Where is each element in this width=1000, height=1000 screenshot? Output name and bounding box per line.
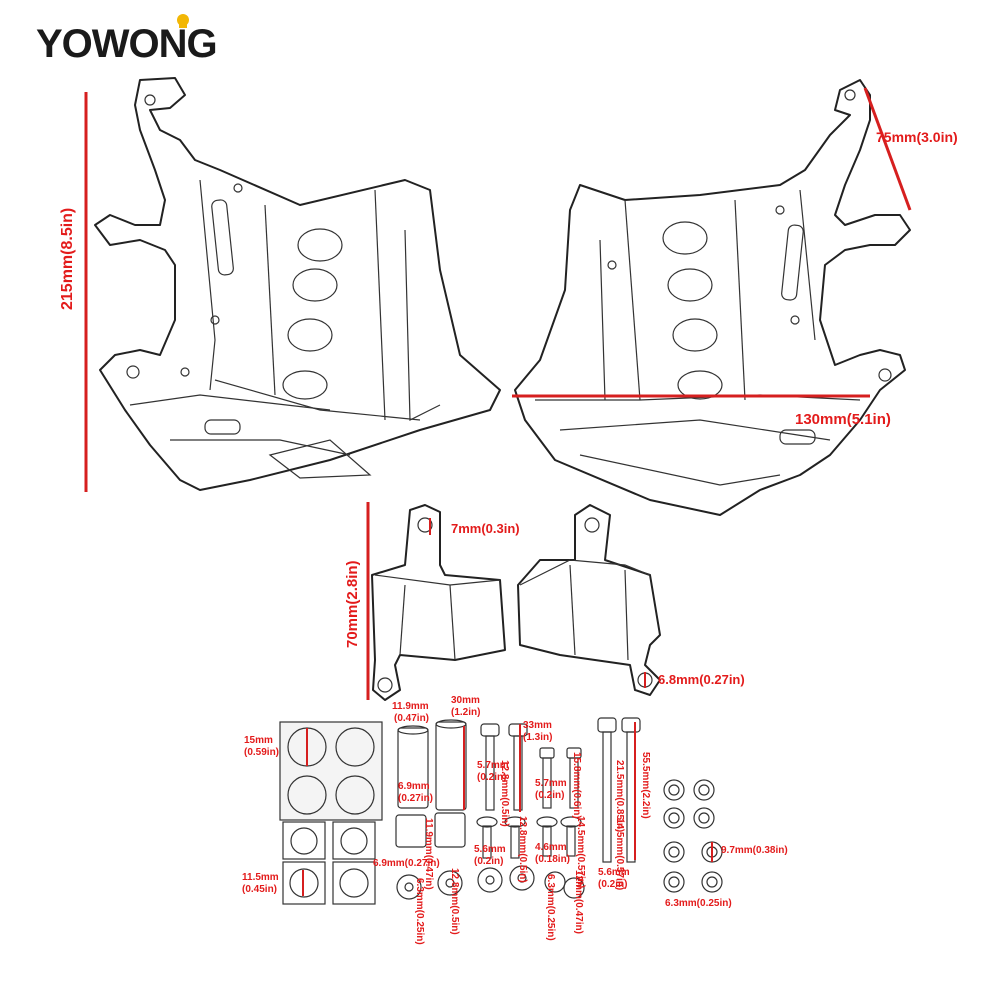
spacer-len-in: (1.2in) xyxy=(451,707,480,718)
washer-v2: 12.8mm(0.5in) xyxy=(449,868,460,935)
bolt33-in: (1.3in) xyxy=(523,732,552,743)
long-v2: 14.5mm(0.57in) xyxy=(614,818,625,890)
bolt-b2-mm: 4.6mm xyxy=(535,842,567,853)
small-hole-top-label: 7mm(0.3in) xyxy=(451,521,520,536)
nut-id: 6.3mm(0.25in) xyxy=(665,898,732,909)
nut-od: 9.7mm(0.38in) xyxy=(721,845,788,856)
small-height-label: 70mm(2.8in) xyxy=(344,560,361,648)
washer-v1: 6.3mm(0.25in) xyxy=(414,878,425,945)
bolt-v4: 14.5mm(0.57in) xyxy=(575,816,586,888)
rubber-pads xyxy=(279,721,383,905)
spacer-od-mm: 11.9mm xyxy=(392,701,429,712)
spacer-id2: 6.9mm(0.27in) xyxy=(373,858,440,869)
small-hole-bottom-label: 6.8mm(0.27in) xyxy=(658,672,745,687)
width-label: 130mm(5.1in) xyxy=(795,411,891,428)
spacer-od-in: (0.47in) xyxy=(394,713,429,724)
bolt-v3: 12.8mm(0.5in) xyxy=(517,816,528,883)
height-label: 215mm(8.5in) xyxy=(59,208,76,310)
bolt-s1-mm: 5.7mm xyxy=(535,778,567,789)
long-head-mm: 5.6mm xyxy=(598,867,630,878)
bolt-v1: 12.8mm(0.5in) xyxy=(499,760,510,827)
bolt-head-in: (0.2in) xyxy=(477,772,506,783)
bolt-b1-in: (0.2in) xyxy=(474,856,503,867)
bolt33-mm: 33mm xyxy=(523,720,552,731)
spacer2-len: 11.9mm(0.47in) xyxy=(423,818,434,890)
washer-v3: 6.3mm(0.25in) xyxy=(545,874,556,941)
bolt-v2: 15.8mm(0.6in) xyxy=(571,752,582,819)
long-head-in: (0.2in) xyxy=(598,879,627,890)
arm-label: 75mm(3.0in) xyxy=(876,129,958,145)
arm-dimension-line xyxy=(863,87,912,211)
pad-large-in: (0.59in) xyxy=(244,747,279,758)
long-v1: 21.5mm(0.85in) xyxy=(614,760,625,832)
pad-small-in: (0.45in) xyxy=(242,884,277,895)
bolt-head-mm: 5.7mm xyxy=(477,760,509,771)
left-engine-guard xyxy=(94,77,501,491)
bolt-s1-in: (0.2in) xyxy=(535,790,564,801)
right-engine-guard xyxy=(514,79,911,516)
spacer-id-mm: 6.9mm xyxy=(398,781,430,792)
logo-mark-icon xyxy=(177,14,189,28)
spacer-id-in: (0.27in) xyxy=(398,793,433,804)
bolt-b2-in: (0.18in) xyxy=(535,854,570,865)
right-small-guard xyxy=(517,504,661,696)
bolts xyxy=(476,717,641,899)
bolt-b1-mm: 5.6mm xyxy=(474,844,506,855)
pad-large-mm: 15mm xyxy=(244,735,273,746)
nuts xyxy=(663,779,723,893)
washer-v4: 12mm(0.47in) xyxy=(573,870,584,934)
left-small-guard xyxy=(371,504,506,701)
long-len: 55.5mm(2.2in) xyxy=(640,752,651,819)
spacer-len-mm: 30mm xyxy=(451,695,480,706)
brand-logo: YOWONG xyxy=(36,14,218,66)
pad-small-mm: 11.5mm xyxy=(242,872,279,883)
logo-text: YOWONG xyxy=(36,22,217,66)
spacers xyxy=(395,719,535,900)
